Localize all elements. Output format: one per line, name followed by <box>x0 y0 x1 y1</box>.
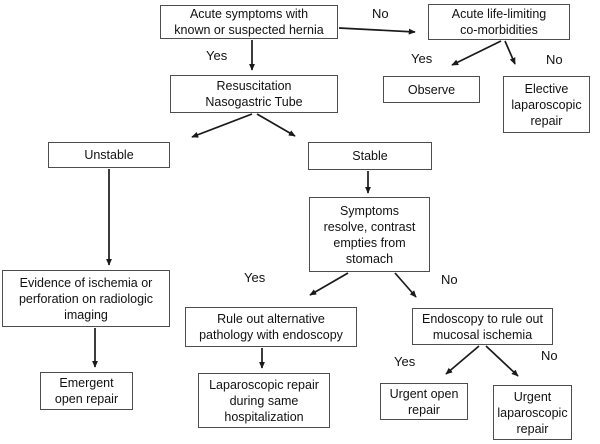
node-acute-symptoms: Acute symptoms with known or suspected h… <box>160 5 338 39</box>
node-urgent-open: Urgent open repair <box>380 383 468 420</box>
edge-label-yes-rule-out: Yes <box>244 270 266 285</box>
arrow-resuscitation-to-unstable <box>191 113 253 138</box>
arrow-symptoms-to-endoscopy <box>394 272 417 298</box>
node-emergent-open: Emergent open repair <box>40 372 133 410</box>
node-stable: Stable <box>308 142 432 170</box>
arrow-symptoms-to-ruleout <box>309 272 349 296</box>
arrow-comorbidities-to-elective <box>504 40 516 65</box>
node-comorbidities: Acute life-limiting co-morbidities <box>428 4 570 40</box>
node-rule-out-pathology: Rule out alternative pathology with endo… <box>185 307 357 347</box>
edge-label-no-endoscopy: No <box>441 272 458 287</box>
node-endoscopy-ischemia: Endoscopy to rule out mucosal ischemia <box>412 308 553 345</box>
node-elective-repair: Elective laparoscopic repair <box>503 76 590 133</box>
arrow-endoscopy-to-urgentlap <box>485 345 519 377</box>
edge-label-yes-observe: Yes <box>411 51 433 66</box>
arrow-endoscopy-to-urgentopen <box>445 345 480 375</box>
edge-label-yes-resuscitation: Yes <box>206 48 228 63</box>
node-symptoms-resolve: Symptoms resolve, contrast empties from … <box>309 197 430 272</box>
arrow-comorbidities-to-observe <box>451 40 502 66</box>
edge-label-no-top: No <box>372 6 389 21</box>
arrow-symptoms-to-comorbidities <box>338 27 416 35</box>
node-observe: Observe <box>383 76 480 103</box>
edge-label-no-elective: No <box>546 52 563 67</box>
edge-label-no-urgent-lap: No <box>541 348 558 363</box>
node-resuscitation: Resuscitation Nasogastric Tube <box>170 75 338 113</box>
node-urgent-lap: Urgent laparoscopic repair <box>493 385 572 440</box>
node-evidence-ischemia: Evidence of ischemia or perforation on r… <box>2 270 170 327</box>
edge-label-yes-urgent-open: Yes <box>394 354 416 369</box>
arrow-resuscitation-to-stable <box>256 113 296 137</box>
node-unstable: Unstable <box>48 142 170 168</box>
node-lap-same-hosp: Laparoscopic repair during same hospital… <box>198 373 330 428</box>
